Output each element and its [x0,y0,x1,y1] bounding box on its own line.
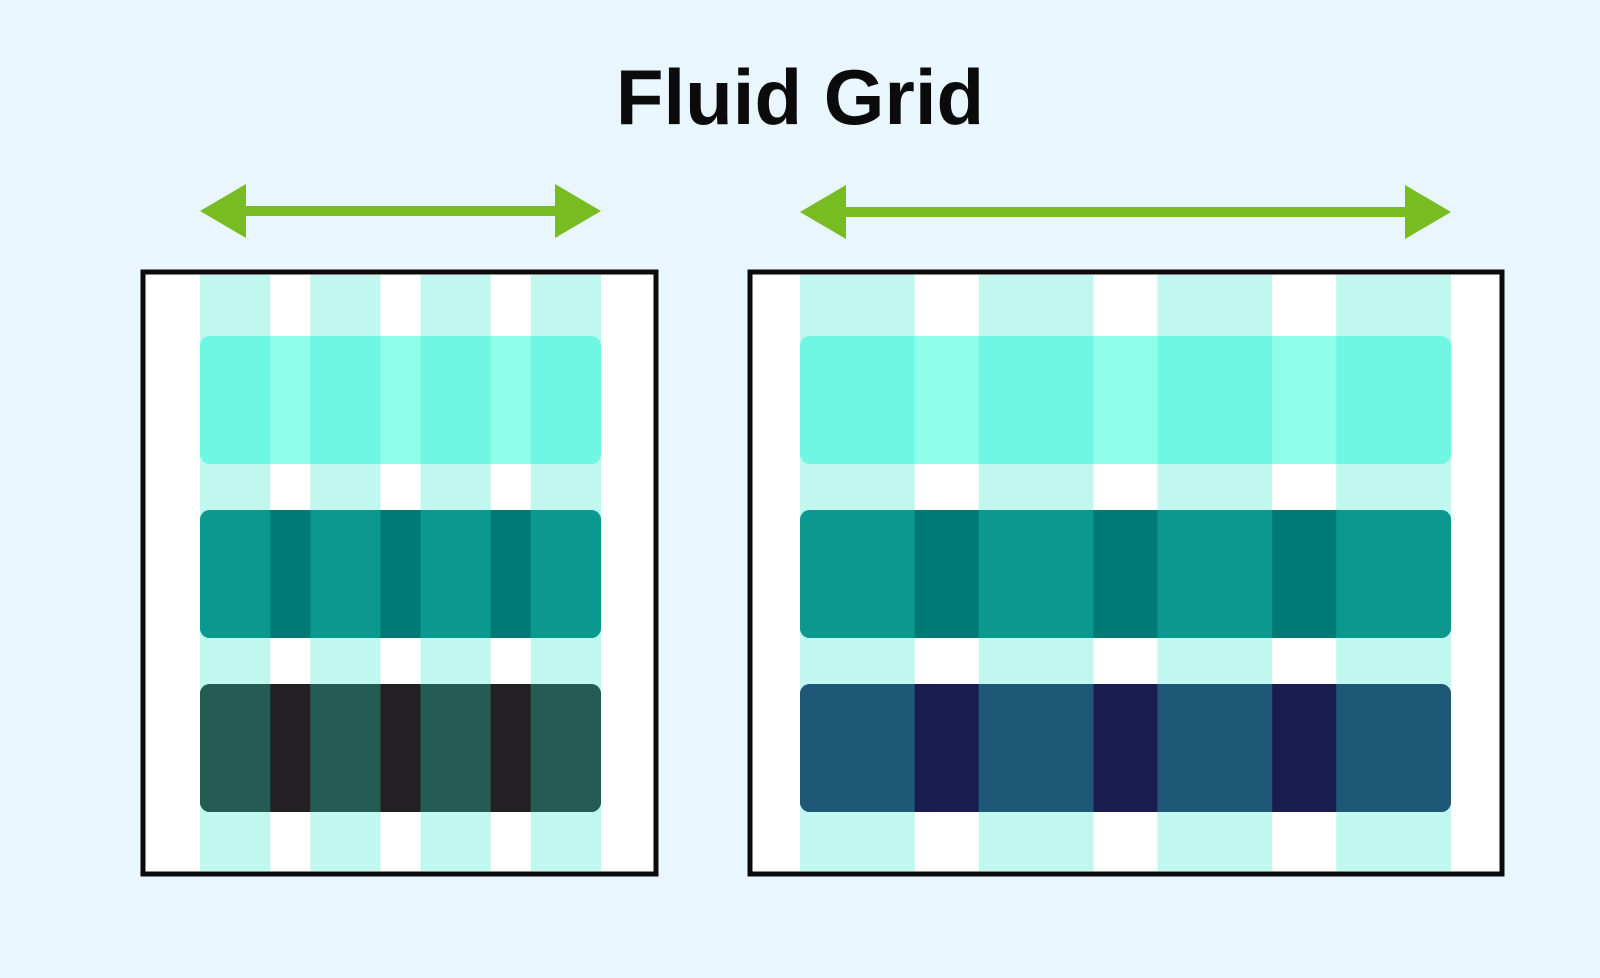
row-light-cell-3 [420,336,491,464]
diagram-title: Fluid Grid [615,53,985,141]
row-light-cell-2 [310,336,381,464]
arrow-left-head [200,184,246,238]
row-medium-cell-4 [530,510,601,638]
row-dark [200,684,601,812]
row-dark-cell-3 [420,684,491,812]
row-medium-cell-1 [800,510,915,638]
row-light-cell-4 [1336,336,1451,464]
row-light-cell-1 [200,336,271,464]
row-medium-cell-2 [310,510,381,638]
row-medium [200,510,601,638]
row-light [200,336,601,464]
row-medium-cell-3 [1157,510,1273,638]
row-light-cell-1 [800,336,915,464]
row-dark-cell-2 [978,684,1094,812]
narrow-layout [140,184,659,877]
row-medium-cell-3 [420,510,491,638]
row-dark-cell-1 [800,684,915,812]
row-medium-cell-2 [978,510,1094,638]
row-medium [800,510,1451,638]
row-dark-cell-2 [310,684,381,812]
row-light-cell-3 [1157,336,1273,464]
row-dark-cell-3 [1157,684,1273,812]
wide-layout [747,185,1505,877]
row-dark-cell-4 [1336,684,1451,812]
row-light-cell-2 [978,336,1094,464]
arrow-right-head [1405,185,1451,239]
arrow-right-head [555,184,601,238]
row-dark-cell-4 [530,684,601,812]
row-medium-cell-1 [200,510,271,638]
arrow-left-head [800,185,846,239]
arrow-shaft [244,206,557,216]
row-light [800,336,1451,464]
arrow-shaft [844,207,1407,217]
row-dark-cell-1 [200,684,271,812]
row-medium-cell-4 [1336,510,1451,638]
width-arrow [200,184,601,238]
row-dark [800,684,1451,812]
row-light-cell-4 [530,336,601,464]
width-arrow [800,185,1451,239]
